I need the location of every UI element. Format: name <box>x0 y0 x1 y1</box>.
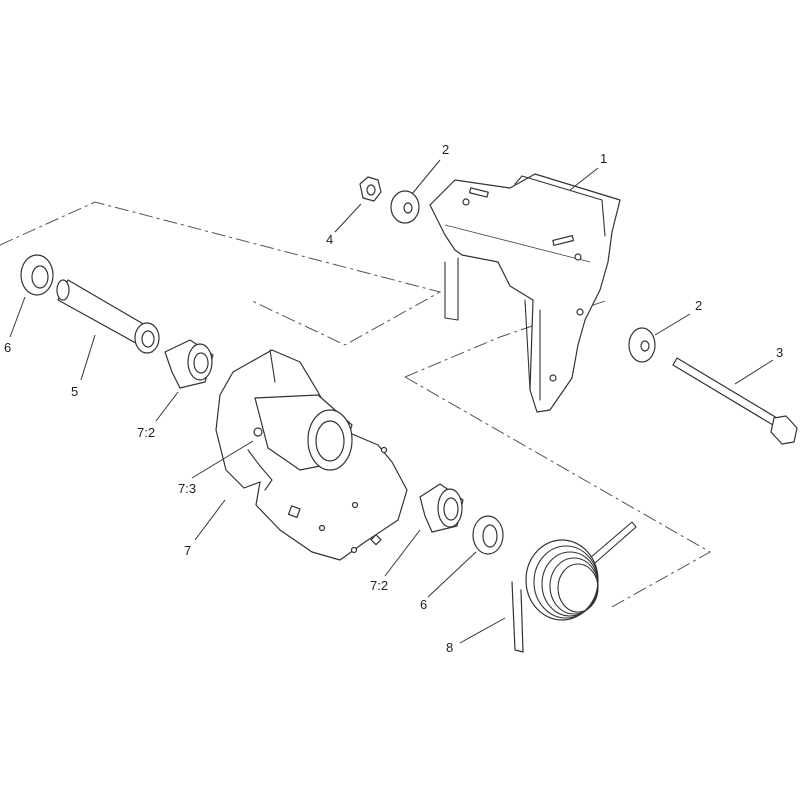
washer-part-6-right <box>472 515 504 555</box>
washer-part-6-left <box>20 254 54 296</box>
callout-7-2-left: 7:2 <box>137 425 155 440</box>
spring-part-8 <box>511 521 637 653</box>
arm-part-7 <box>215 349 408 561</box>
callout-6-right: 6 <box>420 597 427 612</box>
callout-7: 7 <box>184 543 191 558</box>
callout-2-upper: 2 <box>442 142 449 157</box>
callout-6-left: 6 <box>4 340 11 355</box>
pin-part-7-3 <box>253 427 263 437</box>
callout-5: 5 <box>71 384 78 399</box>
nut-part-4 <box>359 176 382 202</box>
callout-7-2-right: 7:2 <box>370 578 388 593</box>
sleeve-part-5 <box>56 279 160 354</box>
callout-labels: 1 2 2 3 4 5 6 6 7 7:2 7:2 7:3 8 <box>4 142 783 655</box>
bolt-part-3 <box>672 357 798 445</box>
callout-8: 8 <box>446 640 453 655</box>
callout-3: 3 <box>776 345 783 360</box>
bushing-part-7-2-right <box>419 483 464 533</box>
callout-7-3: 7:3 <box>178 481 196 496</box>
leader-lines <box>9 159 774 644</box>
callout-2-lower: 2 <box>695 298 702 313</box>
bushing-part-7-2-left <box>164 339 214 389</box>
callout-4: 4 <box>326 232 333 247</box>
washer-part-2-lower <box>628 327 656 363</box>
bracket-part-1 <box>429 173 621 413</box>
callout-1: 1 <box>600 151 607 166</box>
washer-part-2-upper <box>390 190 420 224</box>
